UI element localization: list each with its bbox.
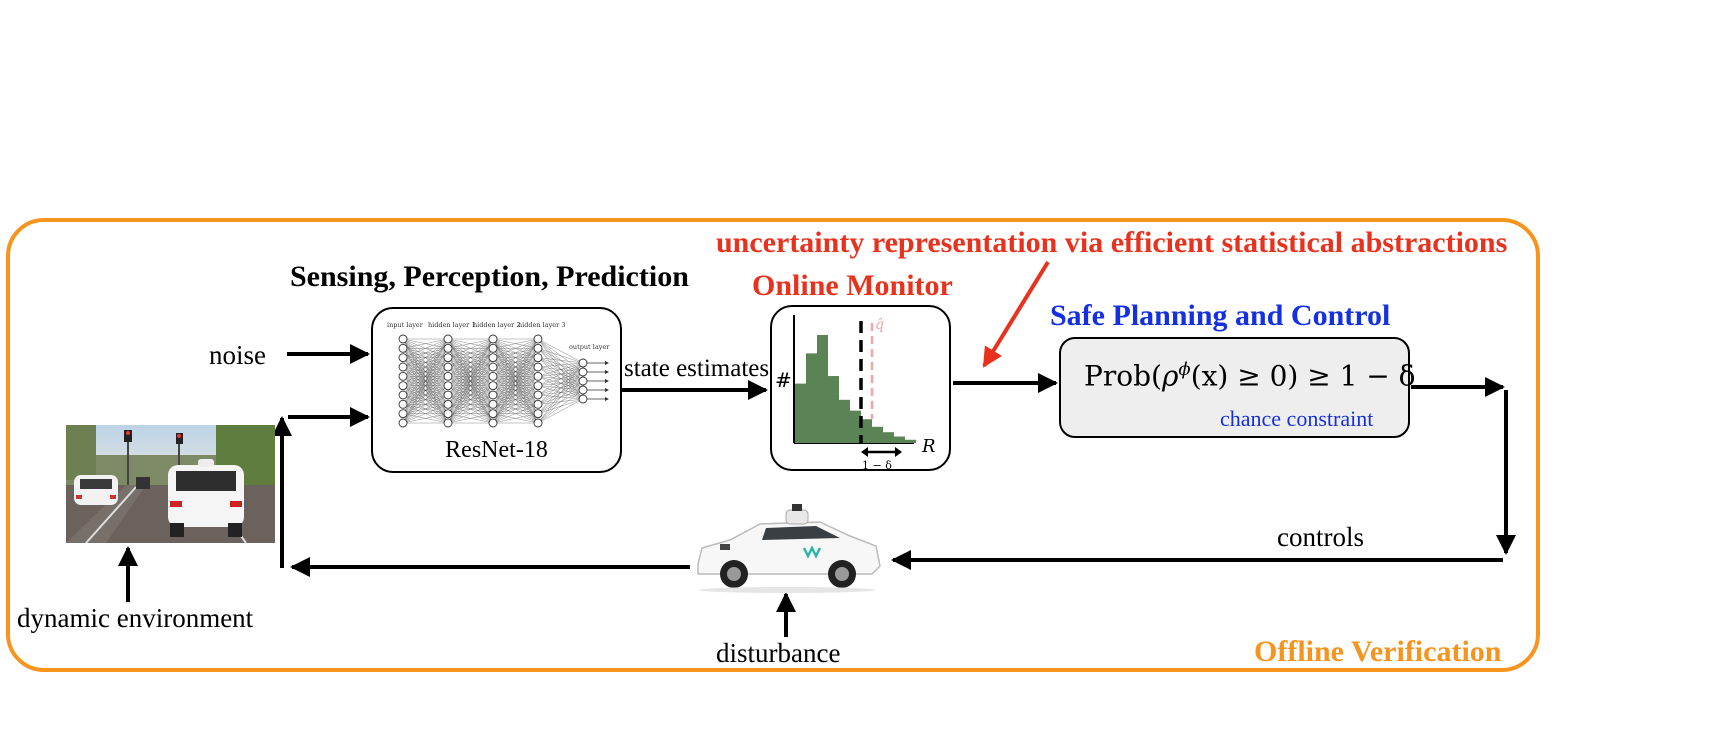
nn-neuron bbox=[533, 334, 543, 344]
nn-neuron bbox=[488, 353, 498, 363]
formula-rest: (x) ≥ 0) ≥ 1 − δ bbox=[1190, 359, 1416, 393]
nn-layer-label: hidden layer 1 bbox=[428, 321, 475, 329]
nn-neuron bbox=[398, 409, 408, 419]
hist-bar bbox=[795, 383, 806, 443]
nn-neuron bbox=[398, 381, 408, 391]
hist-bar bbox=[839, 399, 850, 443]
nn-neuron bbox=[443, 334, 453, 344]
nn-neuron bbox=[488, 371, 498, 381]
hist-bar bbox=[828, 376, 839, 443]
nn-neuron bbox=[488, 409, 498, 419]
nn-neuron bbox=[533, 343, 543, 353]
nn-neuron bbox=[398, 418, 408, 428]
noise-label: noise bbox=[209, 340, 266, 370]
state-estimates-label: state estimates bbox=[624, 355, 770, 382]
nn-neuron bbox=[578, 358, 588, 368]
resnet-label: ResNet-18 bbox=[445, 437, 548, 463]
nn-neuron bbox=[533, 399, 543, 409]
hist-bar bbox=[872, 426, 883, 443]
nn-neuron bbox=[488, 343, 498, 353]
formula-prob: Prob( bbox=[1084, 359, 1162, 393]
hist-y-label: # bbox=[775, 368, 792, 392]
formula-rho: ρ bbox=[1161, 359, 1179, 393]
nn-neuron bbox=[398, 399, 408, 409]
nn-neuron bbox=[398, 343, 408, 353]
nn-neuron bbox=[443, 409, 453, 419]
hist-x-label: R bbox=[921, 436, 936, 457]
safe-planning-heading: Safe Planning and Control bbox=[1050, 299, 1391, 332]
offline-verification-frame bbox=[6, 218, 1540, 672]
nn-neuron bbox=[488, 418, 498, 428]
nn-neuron bbox=[398, 334, 408, 344]
nn-neuron bbox=[443, 353, 453, 363]
street-scene-illustration bbox=[66, 425, 275, 543]
dynamic-environment-label: dynamic environment bbox=[17, 603, 254, 633]
nn-neuron bbox=[443, 381, 453, 391]
hist-bar bbox=[905, 439, 916, 443]
hist-bar bbox=[850, 410, 861, 443]
hist-bar bbox=[806, 353, 817, 443]
disturbance-label: disturbance bbox=[716, 638, 841, 668]
hist-bar bbox=[894, 436, 905, 443]
nn-neuron bbox=[488, 334, 498, 344]
nn-neuron bbox=[443, 371, 453, 381]
nn-neuron bbox=[533, 418, 543, 428]
interval-label: 1 − δ bbox=[862, 459, 892, 469]
sensing-heading: Sensing, Perception, Prediction bbox=[290, 260, 689, 293]
nn-neuron bbox=[533, 362, 543, 372]
nn-layer-label: output layer bbox=[569, 343, 610, 351]
nn-neuron bbox=[488, 399, 498, 409]
nn-neuron bbox=[533, 409, 543, 419]
nn-neuron bbox=[443, 362, 453, 372]
nn-layer-label: input layer bbox=[387, 321, 424, 329]
nn-neuron bbox=[578, 376, 588, 386]
nn-neuron bbox=[488, 390, 498, 400]
nn-neuron bbox=[398, 371, 408, 381]
nn-neuron bbox=[443, 343, 453, 353]
nn-neuron bbox=[488, 362, 498, 372]
formula-phi: ϕ bbox=[1178, 359, 1191, 380]
nn-neuron bbox=[443, 390, 453, 400]
chance-formula: Prob(ρϕ(x) ≥ 0) ≥ 1 − δ bbox=[1084, 359, 1416, 392]
histogram: q̂ # R 1 − δ bbox=[775, 315, 936, 469]
nn-neuron bbox=[533, 390, 543, 400]
controls-label: controls bbox=[1277, 522, 1364, 552]
nn-neuron bbox=[398, 362, 408, 372]
uncertainty-arrow bbox=[982, 260, 1050, 368]
autonomous-car-image bbox=[690, 502, 884, 594]
nn-layer-label: hidden layer 2 bbox=[473, 321, 520, 329]
hist-bar bbox=[883, 432, 894, 443]
nn-neuron bbox=[443, 418, 453, 428]
hist-bar bbox=[861, 419, 872, 443]
nn-neuron bbox=[578, 367, 588, 377]
nn-connections bbox=[402, 338, 584, 424]
qhat-label: q̂ bbox=[875, 317, 884, 333]
nn-neuron bbox=[578, 385, 588, 395]
safe-planning-box: Prob(ρϕ(x) ≥ 0) ≥ 1 − δ chance constrain… bbox=[1059, 337, 1416, 438]
nn-neuron bbox=[398, 353, 408, 363]
nn-neuron bbox=[398, 390, 408, 400]
nn-neuron bbox=[488, 381, 498, 391]
nn-layer-label: hidden layer 3 bbox=[518, 321, 565, 329]
uncertainty-heading: uncertainty representation via efficient… bbox=[716, 226, 1508, 259]
street-scene-image bbox=[66, 425, 275, 543]
nn-neuron bbox=[533, 353, 543, 363]
nn-neuron bbox=[533, 381, 543, 391]
hist-bar bbox=[817, 335, 828, 443]
nn-neuron bbox=[578, 394, 588, 404]
nn-neuron bbox=[533, 371, 543, 381]
chance-constraint-label: chance constraint bbox=[1220, 406, 1374, 431]
nn-neuron bbox=[443, 399, 453, 409]
online-monitor-box: q̂ # R 1 − δ bbox=[770, 305, 951, 471]
autonomous-car-illustration bbox=[697, 504, 881, 593]
online-monitor-heading: Online Monitor bbox=[752, 269, 953, 302]
offline-verification-heading: Offline Verification bbox=[1254, 635, 1502, 668]
